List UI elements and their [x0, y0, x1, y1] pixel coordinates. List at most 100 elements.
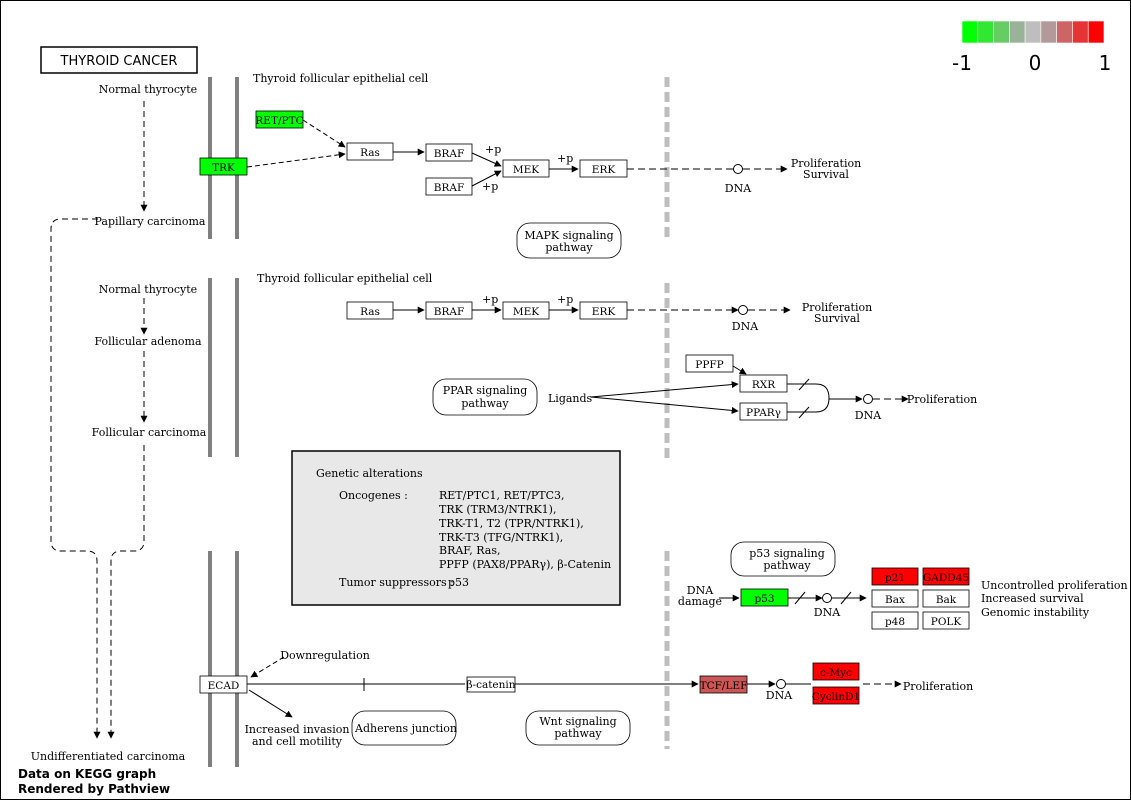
undifferentiated-carcinoma-label: Undifferentiated carcinoma — [31, 750, 186, 763]
oncogenes-line-2: TRK (TRM3/NTRK1), — [439, 503, 556, 516]
legend-color-cell — [961, 20, 979, 44]
gene-braf-3[interactable]: BRAF — [425, 301, 473, 320]
svg-text:Adherens junction: Adherens junction — [354, 722, 457, 735]
legend-max-label: 1 — [1099, 51, 1112, 75]
phospho-label-3: +p — [557, 152, 573, 165]
downregulation-label: Downregulation — [280, 649, 370, 662]
progression-arrows — [50, 101, 148, 739]
dna-node-5 — [776, 679, 786, 689]
gene-tcf-lef[interactable]: TCF/LEF — [699, 675, 748, 694]
svg-text:p48: p48 — [885, 616, 905, 628]
svg-text:CyclinD1: CyclinD1 — [812, 691, 860, 703]
color-legend: -1 0 1 — [952, 20, 1112, 75]
gene-braf-1[interactable]: BRAF — [425, 143, 473, 162]
outcome-uncontrolled-proliferation: Uncontrolled proliferation — [981, 579, 1128, 592]
gene-p21[interactable]: p21 — [871, 567, 919, 586]
genetic-alterations-heading: Genetic alterations — [316, 467, 423, 480]
papillary-carcinoma-label: Papillary carcinoma — [95, 215, 206, 228]
outcome-survival-2: Survival — [814, 312, 860, 325]
svg-text:p53: p53 — [754, 593, 774, 605]
page-title: THYROID CANCER — [60, 54, 178, 69]
gene-ecad[interactable]: ECAD — [199, 675, 248, 694]
gene-ppar-gamma[interactable]: PPARγ — [739, 402, 788, 421]
wnt-edges — [247, 656, 902, 718]
phospho-label-2: +p — [482, 180, 498, 193]
invasion-label-a: Increased invasion — [245, 723, 350, 736]
gene-beta-catenin[interactable]: β-catenin — [466, 676, 516, 693]
gene-gadd45[interactable]: GADD45 — [922, 567, 970, 586]
svg-text:ERK: ERK — [592, 164, 616, 176]
svg-text:Bax: Bax — [885, 594, 905, 606]
gene-ras-1[interactable]: Ras — [346, 142, 394, 161]
oncogenes-line-5: BRAF, Ras, — [439, 544, 500, 557]
gene-erk-1[interactable]: ERK — [579, 159, 628, 178]
dna-label-5: DNA — [766, 689, 793, 702]
svg-text:MEK: MEK — [513, 306, 539, 318]
gene-p48[interactable]: p48 — [871, 611, 919, 630]
outcome-proliferation-1: Proliferation — [791, 157, 861, 170]
svg-text:RET/PTC: RET/PTC — [255, 115, 303, 127]
gene-trk[interactable]: TRK — [199, 157, 248, 176]
dna-label-1: DNA — [725, 182, 752, 195]
legend-color-cell — [1072, 20, 1089, 44]
svg-text:pathway: pathway — [763, 559, 811, 572]
svg-text:c-Myc: c-Myc — [820, 667, 852, 679]
oncogenes-line-1: RET/PTC1, RET/PTC3, — [439, 489, 565, 502]
gene-ras-2[interactable]: Ras — [346, 301, 394, 320]
outcome-genomic-instability: Genomic instability — [981, 606, 1090, 619]
gene-bax[interactable]: Bax — [871, 589, 919, 608]
svg-text:ECAD: ECAD — [208, 680, 240, 692]
p53-edges — [719, 591, 867, 605]
gene-ret-ptc[interactable]: RET/PTC — [255, 110, 304, 129]
pathway-ppar[interactable]: PPAR signaling pathway — [432, 378, 538, 416]
oncogenes-label: Oncogenes : — [339, 489, 408, 502]
dna-node-3 — [863, 394, 873, 404]
cell-label-1: Thyroid follicular epithelial cell — [253, 72, 429, 85]
gene-ppfp[interactable]: PPFP — [685, 354, 734, 373]
gene-mek-2[interactable]: MEK — [502, 301, 550, 320]
svg-text:RXR: RXR — [752, 379, 776, 391]
pathway-adherens-junction[interactable]: Adherens junction — [351, 710, 457, 746]
follicular-carcinoma-label: Follicular carcinoma — [92, 426, 207, 439]
gene-polk[interactable]: POLK — [922, 611, 970, 630]
gene-rxr[interactable]: RXR — [739, 374, 788, 393]
svg-text:Ras: Ras — [360, 147, 380, 159]
gene-braf-2[interactable]: BRAF — [425, 177, 473, 196]
suppressors-value: p53 — [448, 576, 469, 589]
outcome-increased-survival: Increased survival — [981, 592, 1084, 605]
normal-thyrocyte-label-2: Normal thyrocyte — [99, 283, 197, 296]
svg-text:pathway: pathway — [545, 241, 593, 254]
footer-line-1: Data on KEGG graph — [18, 767, 157, 781]
svg-text:β-catenin: β-catenin — [466, 679, 515, 691]
gene-cyclin-d1[interactable]: CyclinD1 — [812, 686, 860, 705]
gene-mek-1[interactable]: MEK — [502, 159, 550, 178]
legend-color-cell — [1087, 20, 1105, 44]
suppressors-label: Tumor suppressors : — [339, 576, 454, 589]
dna-node-4 — [822, 593, 832, 603]
cell-label-2: Thyroid follicular epithelial cell — [257, 272, 433, 285]
pathway-p53[interactable]: p53 signaling pathway — [730, 541, 836, 577]
pathway-wnt[interactable]: Wnt signaling pathway — [525, 710, 631, 746]
pathway-mapk[interactable]: MAPK signaling pathway — [516, 222, 622, 259]
legend-mid-label: 0 — [1029, 51, 1042, 75]
gene-bak[interactable]: Bak — [922, 589, 970, 608]
dna-label-3: DNA — [855, 409, 882, 422]
oncogenes-line-3: TRK-T1, T2 (TPR/NTRK1), — [439, 517, 584, 530]
outcome-proliferation-4: Proliferation — [903, 680, 973, 693]
outcome-proliferation-2: Proliferation — [802, 301, 872, 314]
svg-text:TRK: TRK — [212, 162, 235, 174]
oncogenes-line-6: PPFP (PAX8/PPARγ), β-Catenin — [439, 558, 611, 571]
outcome-proliferation-3: Proliferation — [907, 393, 977, 406]
ppar-edges — [590, 365, 909, 419]
svg-text:BRAF: BRAF — [434, 148, 465, 160]
legend-color-cell — [1056, 20, 1073, 44]
svg-text:Ras: Ras — [360, 306, 380, 318]
normal-thyrocyte-label-1: Normal thyrocyte — [99, 83, 197, 96]
genetic-alterations-panel: Genetic alterations Oncogenes : RET/PTC1… — [291, 450, 621, 606]
gene-erk-2[interactable]: ERK — [579, 301, 628, 320]
gene-c-myc[interactable]: c-Myc — [812, 662, 860, 681]
dna-node-2 — [738, 305, 748, 315]
gene-p53[interactable]: p53 — [740, 588, 789, 607]
